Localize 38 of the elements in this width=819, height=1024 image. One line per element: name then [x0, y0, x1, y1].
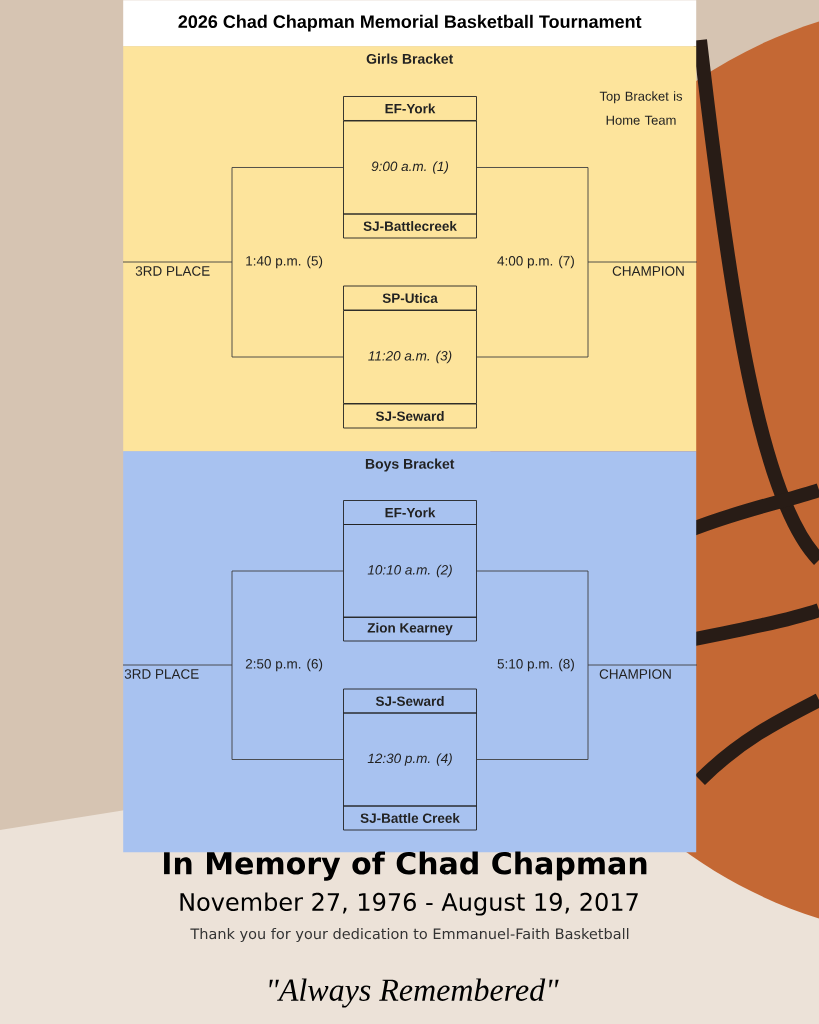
team-box: SJ-Seward — [343, 403, 477, 429]
bracket-line — [476, 261, 589, 358]
team-box: SJ-Seward — [343, 688, 477, 714]
place-label: CHAMPION — [599, 669, 671, 679]
bracket-line — [476, 570, 589, 666]
bracket-line — [231, 261, 344, 358]
team-box: SJ-Battlecreek — [343, 213, 477, 239]
quote: "Always Remembered" — [269, 978, 559, 1008]
team-box: Zion Kearney — [343, 616, 477, 642]
game-time: 4:00 p.m. (7) — [497, 255, 574, 269]
game-box: 10:10 a.m. (2) — [343, 524, 477, 618]
team-box: SJ-Battle Creek — [343, 805, 477, 831]
bracket-line — [231, 167, 344, 263]
bracket-line — [476, 664, 589, 760]
game-time: 1:40 p.m. (5) — [246, 255, 323, 269]
bracket-line — [122, 664, 233, 666]
memorial-heading: In Memory of Chad Chapman — [164, 851, 647, 881]
note: Top Bracket is Home Team — [599, 91, 683, 125]
bracket-line — [231, 664, 344, 760]
team-box: EF-York — [343, 500, 477, 525]
team-box: SP-Utica — [343, 285, 477, 311]
bracket-line — [231, 570, 344, 666]
bracket-line — [476, 167, 589, 263]
thank-you-note: Thank you for your dedication to Emmanuel-Faith Basketball — [190, 928, 629, 942]
game-box: 11:20 a.m. (3) — [343, 310, 477, 404]
date-range: November 27, 1976 - August 19, 2017 — [180, 892, 638, 916]
place-label: 3RD PLACE — [124, 669, 199, 679]
game-time: 2:50 p.m. (6) — [245, 658, 323, 672]
place-label: 3RD PLACE — [135, 266, 210, 276]
place-label: CHAMPION — [612, 266, 684, 276]
bracket-line — [122, 261, 233, 263]
team-box: EF-York — [343, 96, 477, 121]
game-time: 5:10 p.m. (8) — [497, 658, 574, 672]
title: 2026 Chad Chapman Memorial Basketball Tournament — [123, 0, 697, 47]
bracket-line — [587, 261, 698, 263]
game-box: 12:30 p.m. (4) — [343, 712, 477, 807]
game-box: 9:00 a.m. (1) — [343, 120, 477, 215]
bracket-line — [587, 664, 698, 666]
